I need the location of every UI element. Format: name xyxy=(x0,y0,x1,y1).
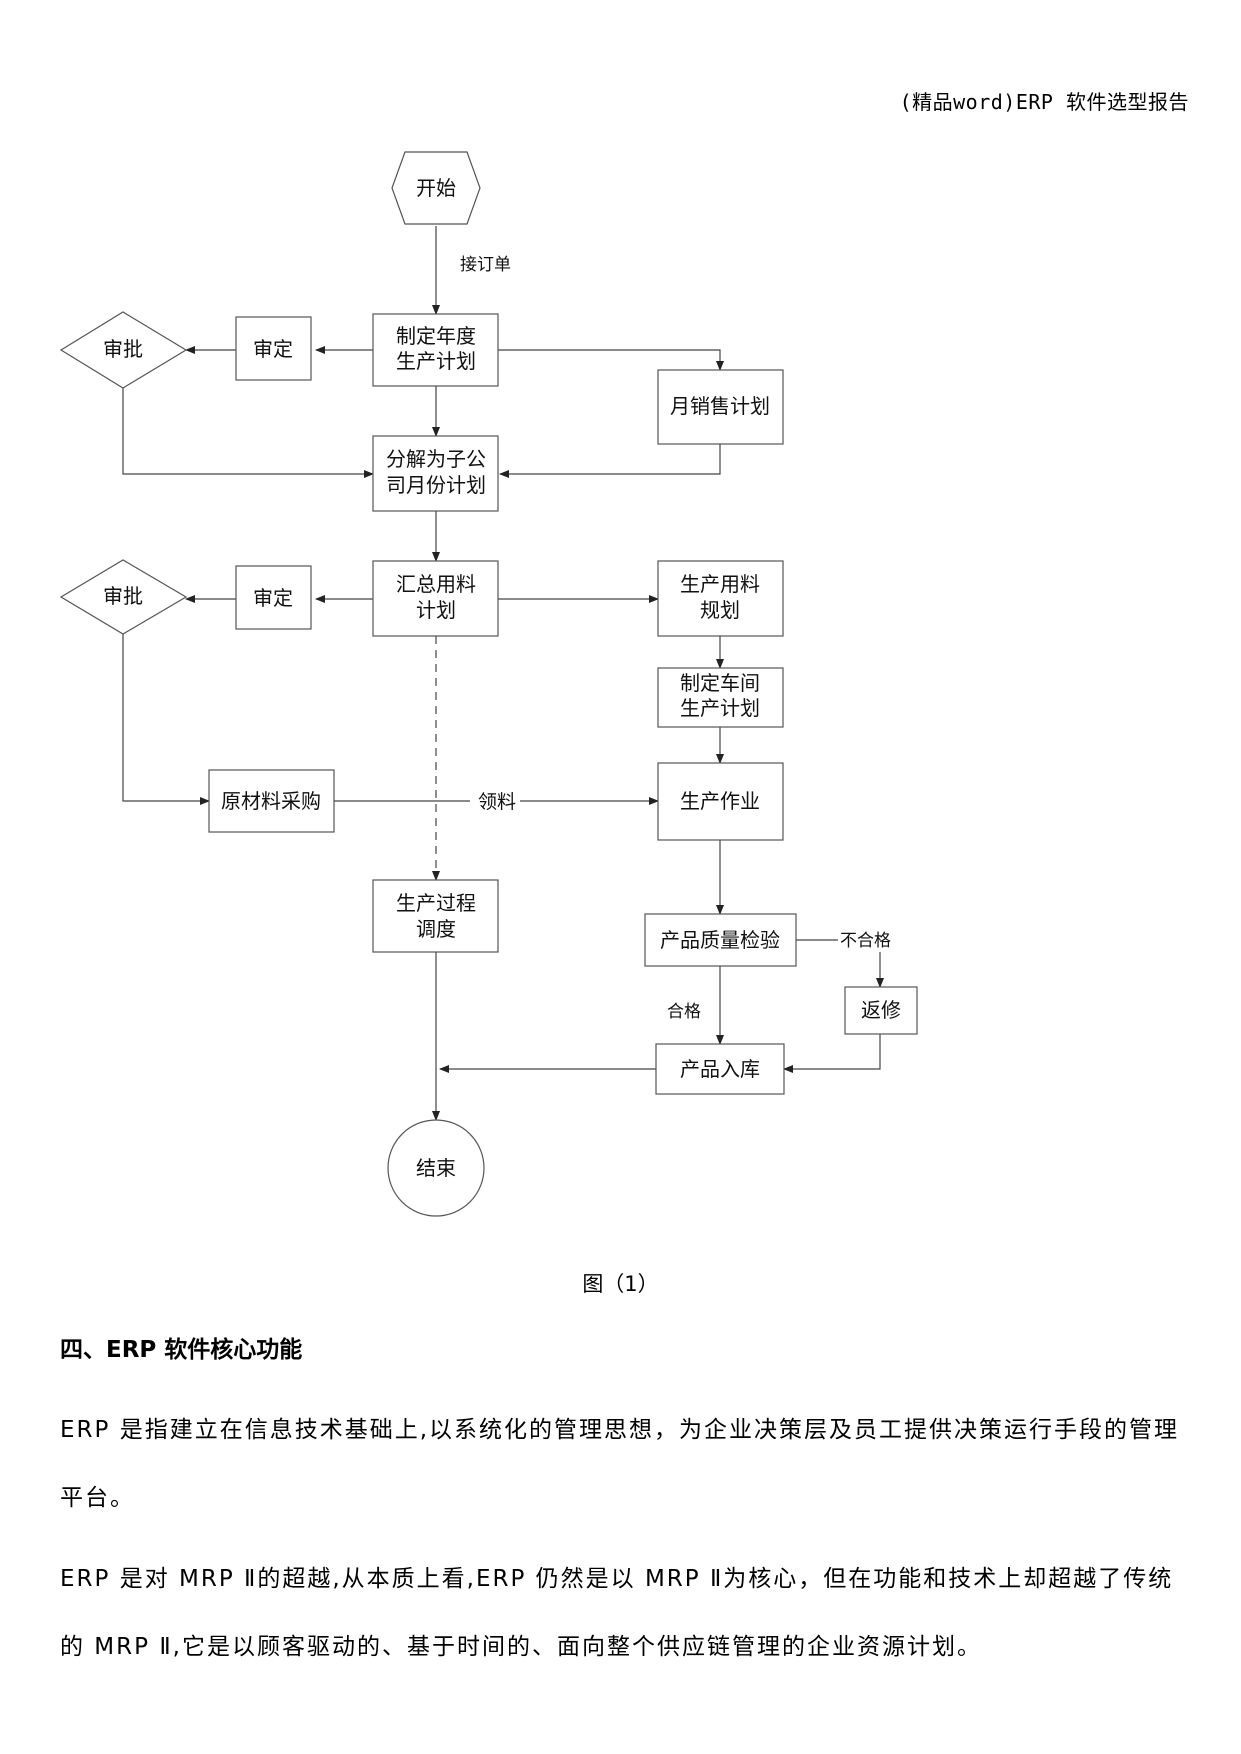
workshop-plan-label-2: 生产计划 xyxy=(680,696,760,720)
summary-plan-label-2: 计划 xyxy=(416,598,456,622)
review-2-label: 审定 xyxy=(253,586,293,610)
edge-label-pick-material: 领料 xyxy=(478,791,516,813)
production-op-node xyxy=(657,762,784,841)
annual-plan-node xyxy=(372,313,499,387)
approve-2-node xyxy=(59,559,188,635)
edge-label-fail: 不合格 xyxy=(840,931,891,951)
flowchart: 开始 制定年度 生产计划 审定 审批 月销售计划 分解为子公 司月份计划 汇总用… xyxy=(59,151,918,1217)
process-schedule-label-2: 调度 xyxy=(416,917,456,941)
production-op-label: 生产作业 xyxy=(680,789,760,813)
edge-annual-to-monthly-sales xyxy=(498,349,724,371)
rework-node xyxy=(844,986,918,1035)
process-schedule-node xyxy=(372,879,499,953)
decompose-node xyxy=(372,435,499,512)
review-2-node xyxy=(235,565,312,630)
edge-approve-1-to-decompose xyxy=(122,388,374,478)
summary-plan-node xyxy=(372,560,499,637)
start-label: 开始 xyxy=(416,176,456,200)
end-label: 结束 xyxy=(416,1156,456,1180)
monthly-sales-node xyxy=(657,369,784,445)
process-schedule-label-1: 生产过程 xyxy=(396,891,476,915)
quality-check-node xyxy=(644,913,797,967)
start-node xyxy=(391,151,481,225)
approve-1-node xyxy=(59,311,188,389)
quality-check-label: 产品质量检验 xyxy=(660,928,780,952)
rework-label: 返修 xyxy=(861,998,901,1022)
annual-plan-label-1: 制定年度 xyxy=(396,324,476,348)
workshop-plan-node xyxy=(657,667,784,728)
decompose-label-2: 司月份计划 xyxy=(386,473,486,497)
edge-approve-2-to-purchase xyxy=(122,634,210,805)
approve-2-label: 审批 xyxy=(103,584,143,608)
figure-caption: 图（1） xyxy=(582,1272,659,1296)
edge-rework-to-warehousing xyxy=(783,1034,881,1073)
paragraph-1: ERP 是指建立在信息技术基础上,以系统化的管理思想，为企业决策层及员工提供决策… xyxy=(60,1417,1180,1511)
material-planning-label-1: 生产用料 xyxy=(680,572,760,596)
section-title: 四、ERP 软件核心功能 xyxy=(60,1337,303,1363)
edge-label-pass: 合格 xyxy=(667,1002,701,1022)
warehousing-label: 产品入库 xyxy=(680,1057,760,1081)
material-planning-node xyxy=(657,560,784,637)
warehousing-node xyxy=(655,1043,785,1095)
summary-plan-label-1: 汇总用料 xyxy=(396,572,476,596)
material-planning-label-2: 规划 xyxy=(700,598,740,622)
page-header: (精品word)ERP 软件选型报告 xyxy=(899,90,1189,114)
annual-plan-label-2: 生产计划 xyxy=(396,349,476,373)
end-node xyxy=(387,1119,485,1217)
edge-label-receive-order: 接订单 xyxy=(460,255,511,275)
monthly-sales-label: 月销售计划 xyxy=(670,394,770,418)
workshop-plan-label-1: 制定车间 xyxy=(680,671,760,695)
decompose-label-1: 分解为子公 xyxy=(386,447,486,471)
review-1-node xyxy=(235,316,312,381)
review-1-label: 审定 xyxy=(253,337,293,361)
raw-purchase-node xyxy=(208,769,335,833)
raw-purchase-label: 原材料采购 xyxy=(221,789,321,813)
edge-monthly-sales-to-decompose xyxy=(499,444,721,478)
paragraph-2: ERP 是对 MRP Ⅱ的超越,从本质上看,ERP 仍然是以 MRP Ⅱ为核心，… xyxy=(60,1566,1174,1660)
approve-1-label: 审批 xyxy=(103,337,143,361)
